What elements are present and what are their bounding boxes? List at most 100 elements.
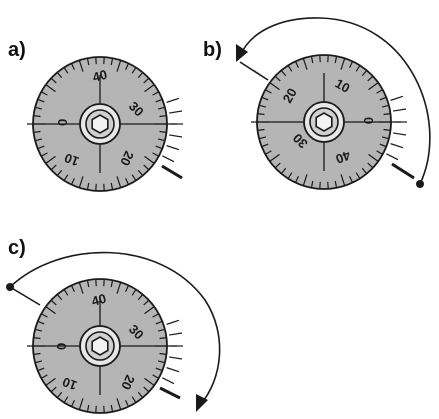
dial-tick xyxy=(131,289,137,296)
dial-tick xyxy=(125,285,130,292)
dial-tick xyxy=(45,155,56,164)
dial-tick xyxy=(34,328,43,332)
dial-tick xyxy=(334,56,338,64)
dial-tick xyxy=(143,386,150,393)
dial-tick xyxy=(50,77,57,84)
dial-tick xyxy=(269,82,280,91)
dial-tick xyxy=(137,169,144,177)
dial-tick xyxy=(37,145,45,150)
dial-tick xyxy=(78,398,84,410)
dial-tick xyxy=(34,106,43,110)
reference-scale-mark xyxy=(166,319,180,325)
dial-tick xyxy=(144,306,155,315)
dial-tick xyxy=(131,67,137,74)
dial-tick xyxy=(155,367,163,372)
dial-tick xyxy=(355,65,361,72)
pointer-b xyxy=(391,162,415,180)
dial-tick xyxy=(258,104,267,108)
dial-tick xyxy=(257,128,265,131)
dial-c-number-20: 20 xyxy=(118,373,138,392)
dial-tick xyxy=(45,306,56,315)
dial-tick xyxy=(110,404,114,412)
panel-b: b) 10 20 30 40 0 xyxy=(203,17,431,190)
dial-tick xyxy=(376,150,384,155)
panel-label-a: a) xyxy=(8,39,26,61)
dial-tick xyxy=(33,337,41,340)
dial-tick xyxy=(368,153,379,162)
dial-tick xyxy=(379,143,387,148)
reference-scale-mark xyxy=(162,155,175,163)
dial-tick xyxy=(280,167,287,175)
dial-tick xyxy=(274,75,281,82)
pointer-c xyxy=(159,386,181,400)
dial-tick xyxy=(86,182,90,190)
dial-tick xyxy=(137,293,144,301)
dial-tick xyxy=(155,145,163,150)
dial-tick xyxy=(383,128,391,131)
dial-tick xyxy=(261,96,269,101)
dial-tick xyxy=(56,391,63,399)
dial-tick xyxy=(340,174,346,186)
dial-tick xyxy=(379,96,387,101)
dial-tick xyxy=(155,320,163,325)
arc-arrow-c-tail xyxy=(9,286,41,306)
dial-tick xyxy=(40,152,48,157)
dial-tick xyxy=(37,367,45,372)
dial-a: 40 30 20 10 0 xyxy=(27,56,183,192)
panel-c: c) 40 30 20 10 0 xyxy=(6,237,221,414)
dial-c: 40 30 20 10 0 xyxy=(27,278,183,414)
dial-tick xyxy=(78,282,84,294)
dial-tick xyxy=(310,56,314,64)
dial-tick xyxy=(131,396,137,403)
dial-tick xyxy=(159,337,167,340)
reference-scale-mark xyxy=(169,356,183,360)
dial-tick xyxy=(152,91,160,96)
pointer-a xyxy=(161,164,183,180)
dial-tick xyxy=(261,143,269,148)
reference-scale-mark xyxy=(166,367,180,373)
arc-arrow-b xyxy=(239,17,431,185)
dial-tick xyxy=(56,71,63,79)
dial-tick xyxy=(116,60,122,72)
dial-tick xyxy=(70,178,75,185)
dial-tick xyxy=(152,313,160,318)
reference-scale-mark xyxy=(162,377,175,385)
dial-tick xyxy=(63,67,69,74)
dial-tick xyxy=(78,60,84,72)
reference-scale-mark xyxy=(393,108,407,112)
dial-tick xyxy=(86,404,90,412)
dial-a-number-10: 10 xyxy=(62,150,81,169)
dial-tick xyxy=(45,377,56,386)
dial-tick xyxy=(368,82,379,91)
reference-scale-mark xyxy=(390,95,404,101)
dial-tick xyxy=(264,150,272,155)
dial-tick xyxy=(40,91,48,96)
dial-tick xyxy=(152,152,160,157)
dial-tick xyxy=(157,106,166,110)
dial-tick xyxy=(34,138,43,142)
dial-tick xyxy=(287,65,293,72)
dial-tick xyxy=(294,61,299,68)
dial-tick xyxy=(334,180,338,188)
reference-scale-mark xyxy=(390,143,404,149)
dial-tick xyxy=(152,374,160,379)
dial-tick xyxy=(70,63,75,70)
dial-tick xyxy=(381,104,390,108)
dial-tick xyxy=(137,71,144,79)
dial-tick xyxy=(274,162,281,169)
dial-tick xyxy=(137,391,144,399)
dial-tick xyxy=(125,63,130,70)
reference-scale-mark xyxy=(169,332,183,336)
dial-tick xyxy=(280,69,287,77)
dial-tick xyxy=(144,155,155,164)
arc-arrow-b-start-dot xyxy=(416,180,424,188)
dial-tick xyxy=(376,89,384,94)
dial-tick xyxy=(110,182,114,190)
panel-label-b: b) xyxy=(203,39,222,61)
dial-tick xyxy=(63,396,69,403)
dial-tick xyxy=(367,75,374,82)
arc-arrow-c-head xyxy=(196,394,208,412)
hex-socket-icon xyxy=(315,112,333,132)
dial-b-number-40: 40 xyxy=(334,148,353,167)
panel-label-c: c) xyxy=(8,237,26,259)
